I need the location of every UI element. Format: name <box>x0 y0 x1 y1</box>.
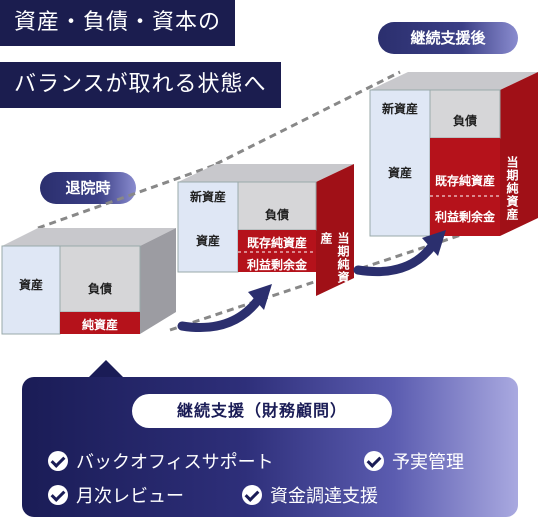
stage2-current-net: 当期純資産 <box>319 232 350 284</box>
stage3-new-asset: 新資産 <box>381 102 418 116</box>
stage1-net-assets: 純資産 <box>81 318 118 332</box>
check-icon <box>242 485 262 505</box>
stage3-current-net: 当期純資産 <box>505 156 519 221</box>
arrow-2 <box>353 230 446 277</box>
stage3-retained: 利益剰余金 <box>434 210 495 224</box>
item-fundraising-label: 資金調達支援 <box>270 486 378 507</box>
item-back-office: バックオフィスサポート <box>48 448 274 474</box>
item-back-office-label: バックオフィスサポート <box>76 452 274 473</box>
stage3-existing-net: 既存純資産 <box>434 174 495 188</box>
stage1-liability: 負債 <box>87 282 112 296</box>
item-budget-label: 予実管理 <box>392 452 464 473</box>
item-fundraising: 資金調達支援 <box>242 482 378 508</box>
item-monthly-review-label: 月次レビュー <box>76 486 184 507</box>
stage2-asset: 資産 <box>195 234 220 248</box>
stage2-new-asset: 新資産 <box>189 190 226 204</box>
panel-heading: 継続支援（財務顧問） <box>132 394 392 428</box>
stage3-asset: 資産 <box>387 166 412 180</box>
stage1-asset: 資産 <box>18 278 43 292</box>
check-icon <box>364 451 384 471</box>
stage3-cube <box>369 72 538 237</box>
stage2-existing-net: 既存純資産 <box>246 236 307 250</box>
check-icon <box>48 451 68 471</box>
panel-pointer <box>88 360 124 378</box>
label-after-support: 継続支援後 <box>378 22 518 54</box>
item-monthly-review: 月次レビュー <box>48 482 184 508</box>
title-line-2: バランスが取れる状態へ <box>0 62 281 108</box>
stage2-liability: 負債 <box>264 208 289 222</box>
stage3-liability: 負債 <box>452 114 477 128</box>
check-icon <box>48 485 68 505</box>
balance-diagram <box>1 70 538 335</box>
stage1-cube <box>1 228 176 335</box>
stage2-retained: 利益剰余金 <box>246 258 307 272</box>
title-line-1: 資産・負債・資本の <box>0 0 236 46</box>
stage2-cube <box>177 164 354 296</box>
arrow-1 <box>177 284 272 333</box>
item-budget: 予実管理 <box>364 448 464 474</box>
